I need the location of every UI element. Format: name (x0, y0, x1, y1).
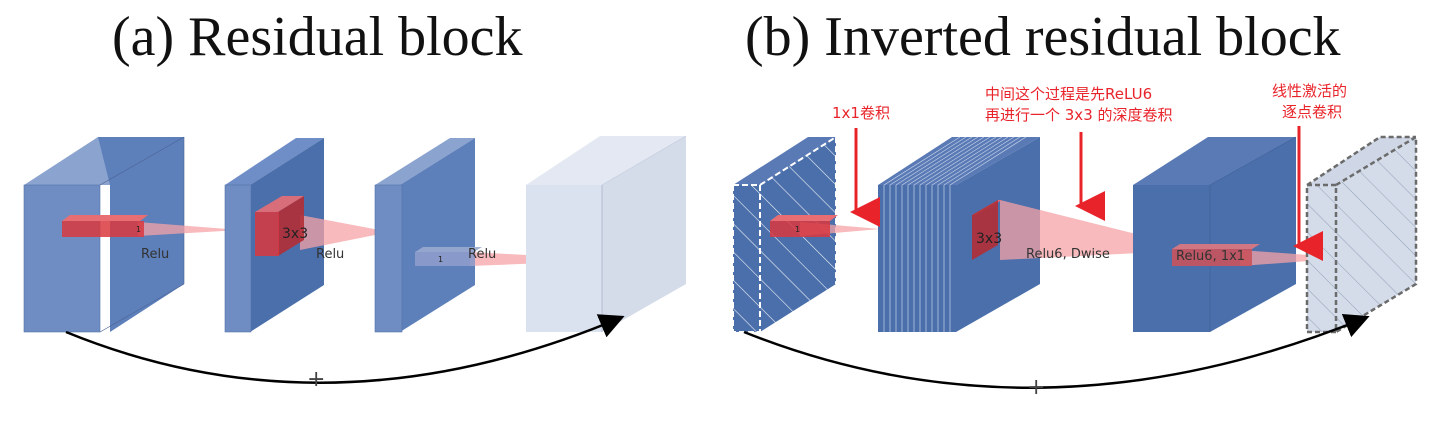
skip-plus-a: + (307, 367, 325, 392)
skip-connection-a (65, 314, 625, 384)
annotation-1x1-conv: 1x1卷积 (832, 104, 890, 122)
annotation-linear-line1: 线性激活的 (1272, 82, 1347, 100)
op-label-b3: Relu6, 1x1 (1176, 249, 1245, 264)
kernel-b1 (770, 215, 838, 237)
block-a1 (23, 136, 185, 333)
skip-plus-b: + (1027, 375, 1045, 400)
skip-connection-b (743, 313, 1370, 389)
kernel-label-b2: 3x3 (976, 231, 1002, 247)
activation-label-a3: Relu (468, 247, 496, 262)
block-b4 (1305, 134, 1418, 334)
activation-label-a1: Relu (141, 247, 169, 262)
kernel-b3 (1172, 244, 1260, 266)
kernel-b2 (972, 200, 1002, 260)
block-b3 (1133, 136, 1297, 332)
beam-a2 (300, 215, 390, 250)
op-label-b2: Relu6, Dwise (1026, 247, 1110, 262)
kernel-a3 (415, 247, 482, 266)
title-residual-block: (a) Residual block (112, 6, 523, 68)
kernel-a2 (255, 196, 304, 256)
annotation-linear-line2: 逐点卷积 (1282, 103, 1342, 121)
kernel-label-b1: 1 (795, 225, 800, 234)
block-a3 (374, 138, 475, 333)
beam-a1 (138, 222, 240, 236)
block-a4 (526, 135, 687, 332)
annotation-process-line1: 中间这个过程是先ReLU6 (985, 85, 1152, 103)
kernel-label-a2: 3x3 (282, 226, 308, 242)
kernel-label-a1: 1 (136, 225, 141, 234)
kernel-label-a3: 1 (438, 255, 443, 264)
activation-label-a2: Relu (316, 247, 344, 262)
title-inverted-residual-block: (b) Inverted residual block (745, 6, 1341, 68)
annotation-process-line2: 再进行一个 3x3 的深度卷积 (985, 106, 1173, 124)
kernel-a1 (62, 215, 148, 237)
